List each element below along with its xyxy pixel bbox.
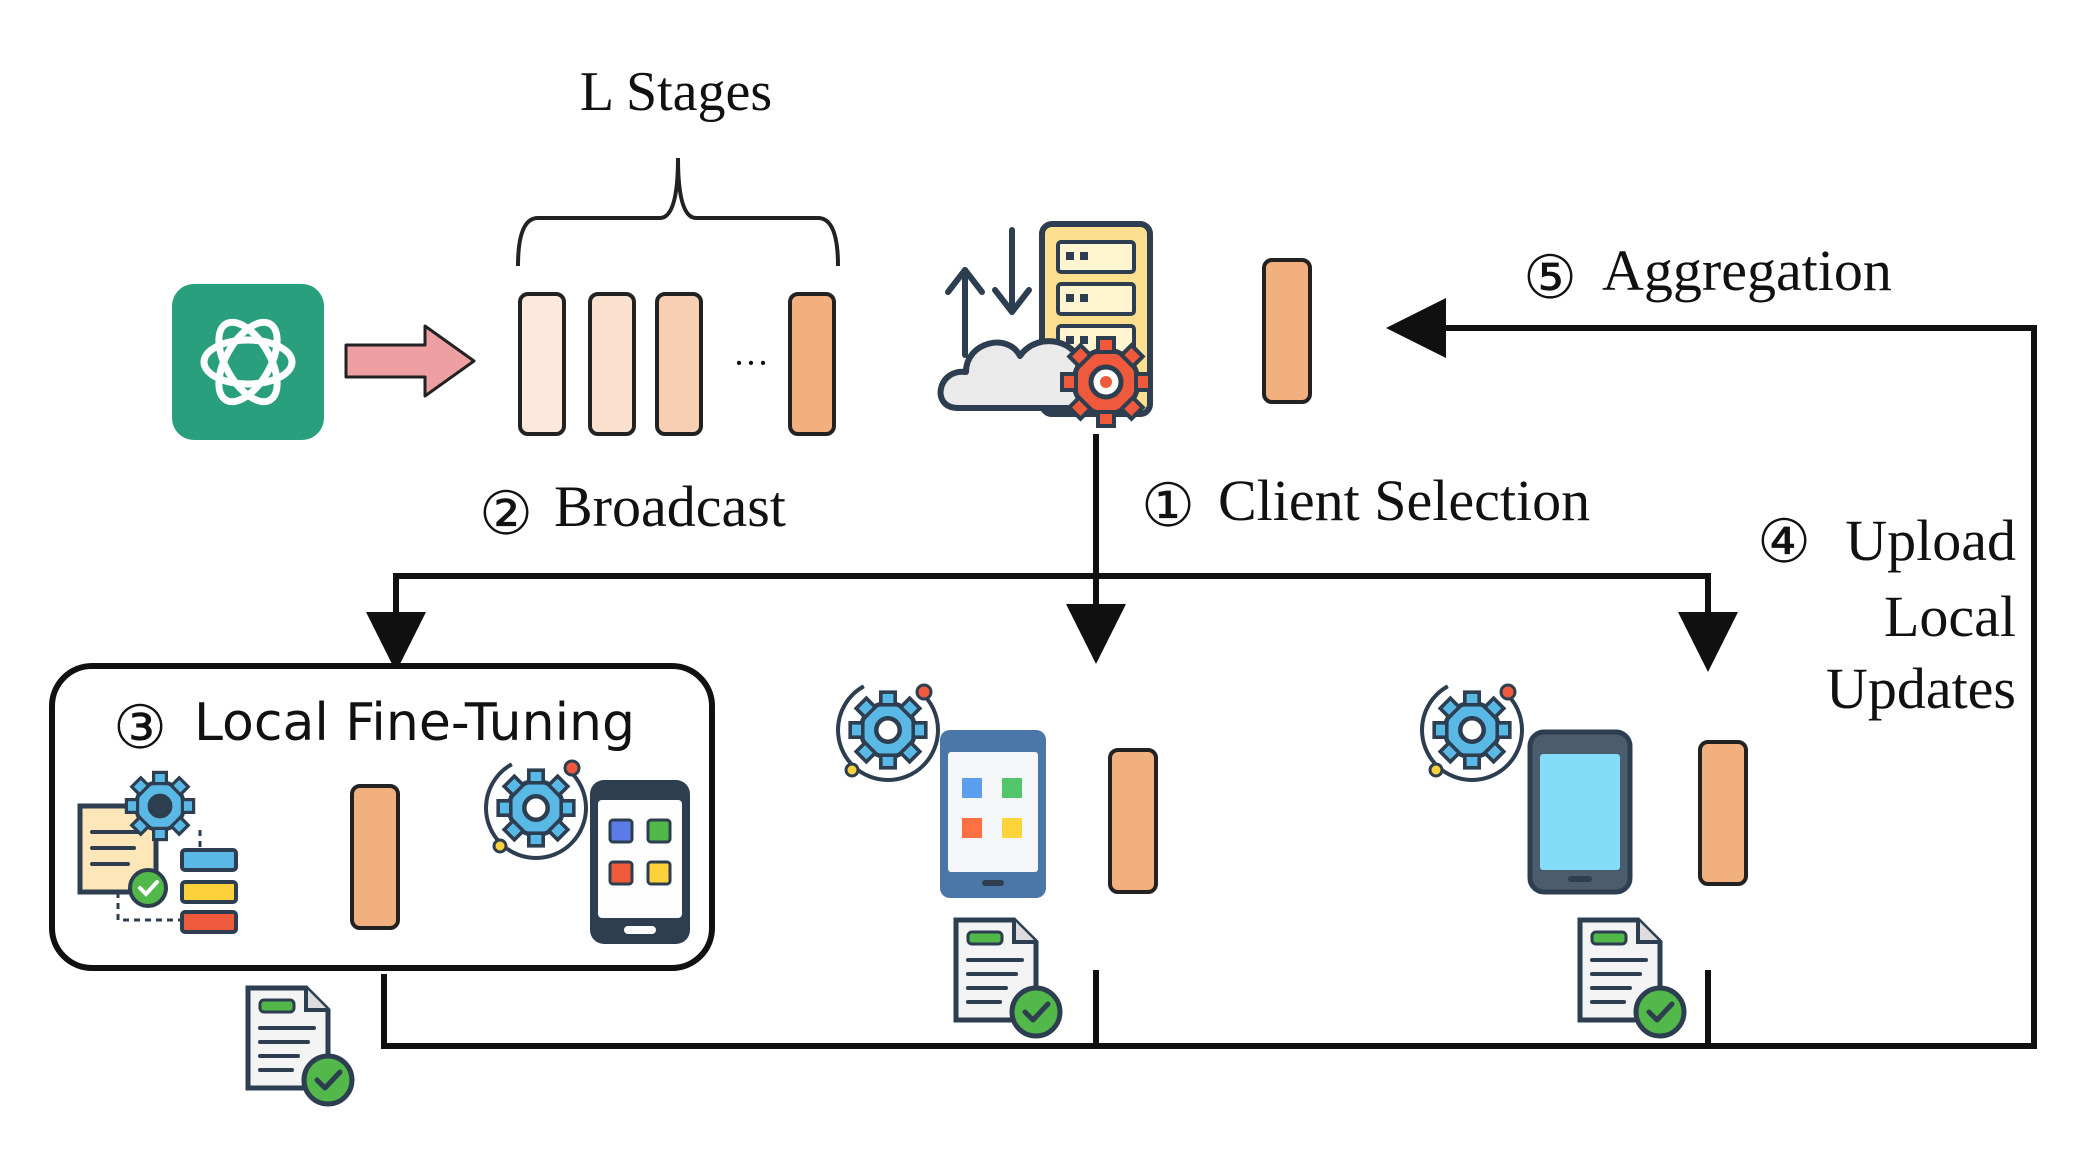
stage-blocks: ··· (518, 292, 836, 436)
document-check-icon-3 (1580, 920, 1684, 1036)
local-update-block-2 (1108, 748, 1158, 894)
upload-label-line1: Upload (1845, 508, 2016, 573)
stages-label: L Stages (580, 61, 772, 123)
smartphone-icon (940, 730, 1046, 898)
local-finetuning-panel: ③ Local Fine-Tuning (49, 663, 715, 971)
connector-lines (366, 298, 2037, 1049)
gear-icon (836, 678, 940, 782)
client-3 (1420, 678, 1748, 1036)
stage-block-L (788, 292, 836, 436)
local-update-block-3 (1698, 740, 1748, 886)
broadcast-label: Broadcast (554, 474, 786, 539)
workflow-icon (77, 772, 238, 934)
local-update-block-1 (350, 784, 400, 930)
aggregation-number: ⑤ (1523, 245, 1577, 311)
client-selection-number: ① (1141, 473, 1195, 539)
finetune-label: Local Fine-Tuning (194, 693, 635, 753)
smartphone-icon (1527, 729, 1633, 895)
upload-label-line2: Local (1884, 584, 2016, 649)
gear-icon (484, 756, 588, 860)
client-2 (836, 678, 1158, 1036)
stages-ellipsis: ··· (733, 343, 769, 383)
stage-block-3 (655, 292, 703, 436)
aggregation-label: Aggregation (1602, 238, 1892, 303)
document-check-icon-1 (248, 988, 352, 1104)
document-check-icon-2 (956, 920, 1060, 1036)
upload-label-line3: Updates (1826, 656, 2016, 721)
finetune-number: ③ (113, 695, 167, 761)
stage-block-2 (588, 292, 636, 436)
pink-arrow-icon (344, 324, 476, 398)
cloud-server-icon (937, 221, 1153, 428)
stages-brace (516, 157, 840, 267)
openai-logo-icon (172, 284, 324, 440)
smartphone-icon (590, 780, 690, 944)
upload-number: ④ (1757, 509, 1811, 575)
aggregated-block (1262, 258, 1312, 404)
broadcast-number: ② (479, 481, 533, 547)
stage-block-1 (518, 292, 566, 436)
client-selection-label: Client Selection (1218, 468, 1590, 533)
gear-icon (1420, 678, 1524, 782)
